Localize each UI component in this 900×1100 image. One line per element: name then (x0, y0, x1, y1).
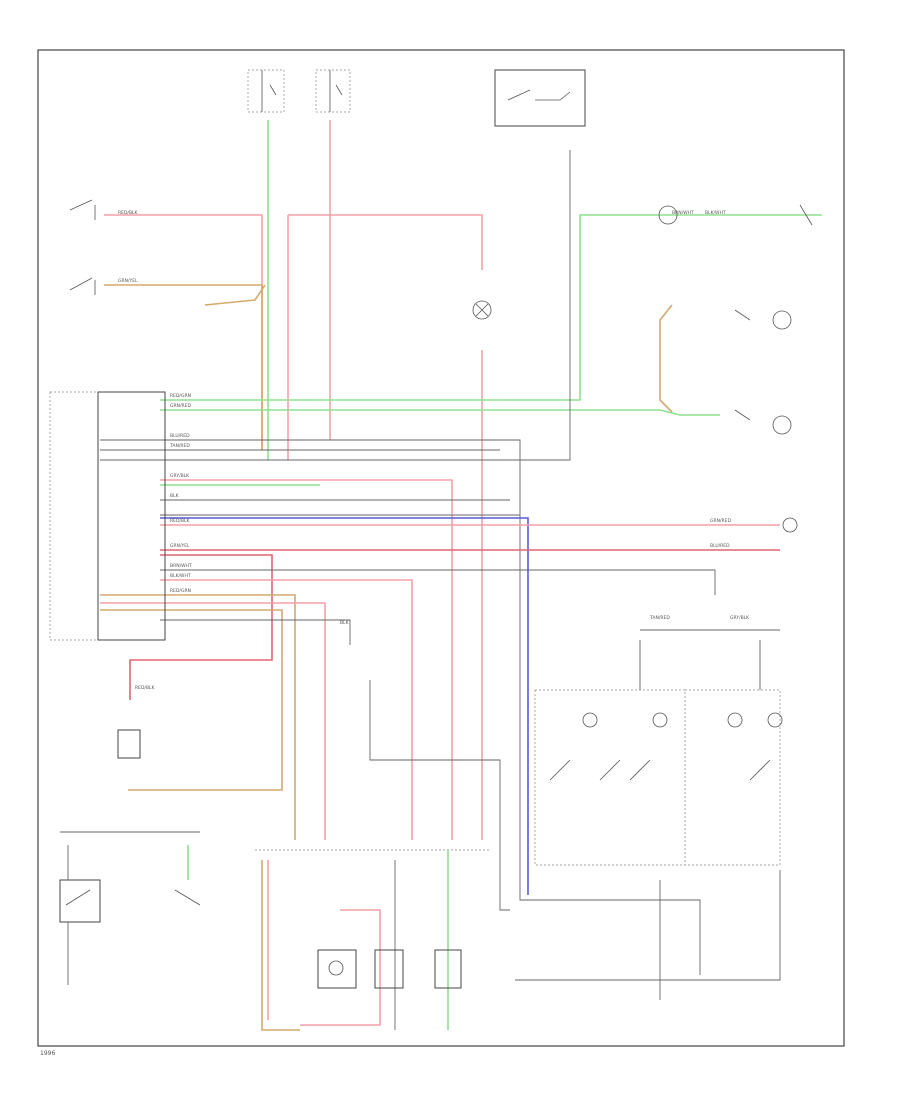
wire-label: GRN/RED (710, 518, 731, 524)
diagram-border (37, 49, 845, 1047)
wire-labels: RED/BLK GRN/YEL BRN/WHT BLK/WHT RED/GRN GRN/R… (118, 210, 750, 691)
glove-box-lamp (782, 517, 798, 533)
fuse-block-2 (315, 69, 351, 113)
cargo-lamp-switch (658, 204, 813, 226)
left-front-dome-lamp (734, 409, 792, 435)
wire-label: GRY/BLK (730, 615, 750, 621)
wire-label: BLK/WHT (170, 573, 191, 579)
wire-label: BLK/WHT (705, 210, 726, 216)
wire-label: BLK (340, 620, 350, 626)
wire-label: GRN/RED (170, 403, 191, 409)
right-front-dome-lamp (734, 309, 792, 330)
lighting-module (49, 391, 166, 641)
wire-label: BLU/RED (710, 543, 730, 549)
wire-label: RED/GRN (170, 588, 191, 594)
left-door-switch (69, 199, 96, 220)
wire-label: RED/BLK (135, 685, 156, 691)
wire-label: GRY/BLK (170, 473, 190, 479)
license-plate-lamp (174, 889, 201, 906)
wire-label: TAN/RED (169, 443, 190, 449)
wire-label: RED/BLK (118, 210, 139, 216)
overhead-console (534, 689, 783, 866)
luggage-compartment-light (117, 729, 141, 759)
wire-label: RED/GRN (170, 393, 191, 399)
wire-label: TAN/RED (649, 615, 670, 621)
trunk-light-switch (59, 879, 101, 923)
right-door-switch (69, 277, 96, 295)
fuse-block-1 (247, 69, 285, 113)
page-label: 1996 (40, 1050, 55, 1057)
map-lamps (317, 949, 462, 989)
wire-label: BRN/WHT (170, 563, 192, 569)
wire-label: GRN/YEL (118, 278, 138, 284)
wire-label: RED/BLK (170, 518, 191, 524)
wire-label: BLU/RED (170, 433, 190, 439)
wire-label: BLK (170, 493, 180, 499)
fuse-block-3 (494, 69, 586, 127)
ignition-key-illumination (472, 300, 492, 320)
wire-label: GRN/YEL (170, 543, 190, 549)
wire-label: BRN/WHT (672, 210, 694, 216)
